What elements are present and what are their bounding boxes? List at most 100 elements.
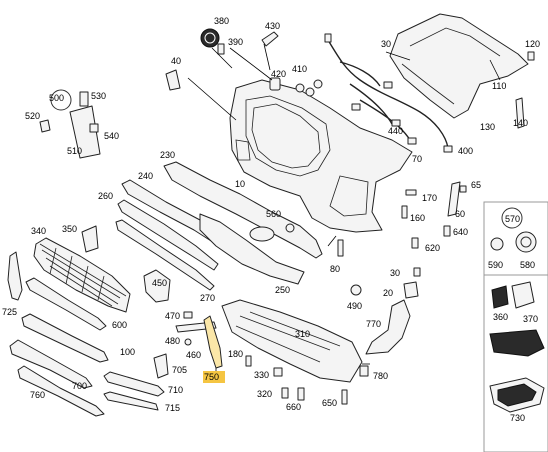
callout-180[interactable]: 180 (228, 349, 243, 359)
part-750-trim-highlighted[interactable] (203, 315, 223, 369)
part-705-clip[interactable] (153, 353, 169, 379)
callout-470[interactable]: 470 (165, 311, 180, 321)
callout-310[interactable]: 310 (295, 329, 310, 339)
callout-140[interactable]: 140 (513, 118, 528, 128)
callout-700[interactable]: 700 (72, 381, 87, 391)
part-725-side-strip[interactable] (7, 251, 23, 301)
callout-530[interactable]: 530 (91, 91, 106, 101)
part-650-bolt[interactable] (341, 389, 348, 405)
callout-450[interactable]: 450 (152, 278, 167, 288)
callout-590[interactable]: 590 (488, 260, 503, 270)
part-490-clip[interactable] (350, 284, 362, 296)
part-160-bolt[interactable] (401, 205, 408, 219)
part-110-upper-carrier[interactable] (389, 13, 529, 119)
part-140-strip[interactable] (515, 97, 525, 129)
part-590-ring[interactable] (490, 237, 504, 251)
part-660-screw[interactable] (297, 387, 305, 401)
callout-770[interactable]: 770 (366, 319, 381, 329)
callout-640[interactable]: 640 (453, 227, 468, 237)
part-540-clip[interactable] (89, 123, 99, 133)
part-120-screw[interactable] (527, 51, 535, 61)
callout-420[interactable]: 420 (271, 69, 286, 79)
part-40-bracket[interactable] (165, 69, 181, 91)
callout-360[interactable]: 360 (493, 312, 508, 322)
part-170-bolt[interactable] (405, 189, 417, 196)
part-600-lower-strip[interactable] (25, 277, 107, 331)
callout-460[interactable]: 460 (186, 350, 201, 360)
callout-60[interactable]: 60 (455, 209, 465, 219)
part-350-bracket[interactable] (81, 225, 99, 253)
part-700-lower-lip[interactable] (9, 339, 93, 389)
callout-320[interactable]: 320 (257, 389, 272, 399)
callout-65[interactable]: 65 (471, 180, 481, 190)
callout-370[interactable]: 370 (523, 314, 538, 324)
callout-340[interactable]: 340 (31, 226, 46, 236)
callout-390[interactable]: 390 (228, 37, 243, 47)
callout-110[interactable]: 110 (492, 81, 506, 91)
part-270-lower-strip[interactable] (115, 219, 215, 291)
part-410-park-sensors[interactable] (295, 79, 323, 97)
callout-10[interactable]: 10 (235, 179, 245, 189)
callout-490[interactable]: 490 (347, 301, 362, 311)
callout-30[interactable]: 30 (390, 268, 400, 278)
callout-70[interactable]: 70 (412, 154, 422, 164)
part-380-star-emblem[interactable] (200, 28, 220, 48)
callout-350[interactable]: 350 (62, 224, 77, 234)
part-530-clip[interactable] (79, 91, 89, 107)
part-260-chrome-strip[interactable] (117, 199, 219, 271)
callout-240[interactable]: 240 (138, 171, 153, 181)
callout-480[interactable]: 480 (165, 336, 180, 346)
part-450-grille-piece[interactable] (143, 269, 171, 303)
callout-660[interactable]: 660 (286, 402, 301, 412)
part-100-lower-trim[interactable] (21, 313, 109, 363)
callout-520[interactable]: 520 (25, 111, 40, 121)
part-30-clip[interactable] (413, 267, 421, 277)
callout-570[interactable]: 570 (505, 214, 520, 224)
callout-40[interactable]: 40 (171, 56, 181, 66)
part-430-bracket[interactable] (261, 31, 279, 47)
part-330-clip[interactable] (273, 367, 283, 377)
callout-30-top[interactable]: 30 (381, 39, 391, 49)
part-580-fog-ring[interactable] (515, 231, 537, 253)
callout-380[interactable]: 380 (214, 16, 229, 26)
callout-725[interactable]: 725 (2, 307, 17, 317)
part-730-fog-frame[interactable] (489, 377, 545, 413)
callout-250[interactable]: 250 (275, 285, 290, 295)
part-510-plate-bracket[interactable] (69, 105, 101, 159)
callout-130[interactable]: 130 (480, 122, 495, 132)
callout-540[interactable]: 540 (104, 131, 119, 141)
callout-580[interactable]: 580 (520, 260, 535, 270)
part-480-clip[interactable] (184, 338, 192, 346)
part-400-wiring-harness[interactable] (324, 33, 453, 153)
callout-100[interactable]: 100 (120, 347, 135, 357)
callout-160[interactable]: 160 (410, 213, 425, 223)
part-60-bracket[interactable] (447, 181, 461, 217)
part-10-bumper-cover[interactable] (229, 79, 413, 233)
part-65-clip[interactable] (459, 185, 467, 193)
part-560-fog-cover[interactable] (249, 223, 295, 242)
callout-20[interactable]: 20 (383, 288, 393, 298)
callout-170[interactable]: 170 (422, 193, 437, 203)
callout-400[interactable]: 400 (458, 146, 473, 156)
part-760-bottom-strip[interactable] (17, 365, 105, 417)
part-20-cap[interactable] (403, 281, 419, 299)
part-320-screw[interactable] (281, 387, 289, 399)
part-370-frame[interactable] (511, 281, 535, 309)
part-230-trim-strip[interactable] (163, 161, 323, 259)
callout-80[interactable]: 80 (330, 264, 340, 274)
callout-330[interactable]: 330 (254, 370, 269, 380)
callout-120[interactable]: 120 (525, 39, 540, 49)
callout-710[interactable]: 710 (168, 385, 183, 395)
part-780-clip[interactable] (359, 365, 369, 377)
part-640-clip[interactable] (443, 225, 451, 237)
callout-715[interactable]: 715 (165, 403, 180, 413)
part-340-grille-mesh[interactable] (33, 237, 131, 313)
callout-730[interactable]: 730 (510, 413, 525, 423)
part-520-screw[interactable] (39, 119, 51, 133)
part-250-lower-trim[interactable] (199, 213, 305, 285)
callout-650[interactable]: 650 (322, 398, 337, 408)
part-720-grille-insert[interactable] (489, 329, 545, 357)
callout-510[interactable]: 510 (67, 146, 82, 156)
callout-270[interactable]: 270 (200, 293, 215, 303)
part-715-strip[interactable] (103, 391, 159, 411)
